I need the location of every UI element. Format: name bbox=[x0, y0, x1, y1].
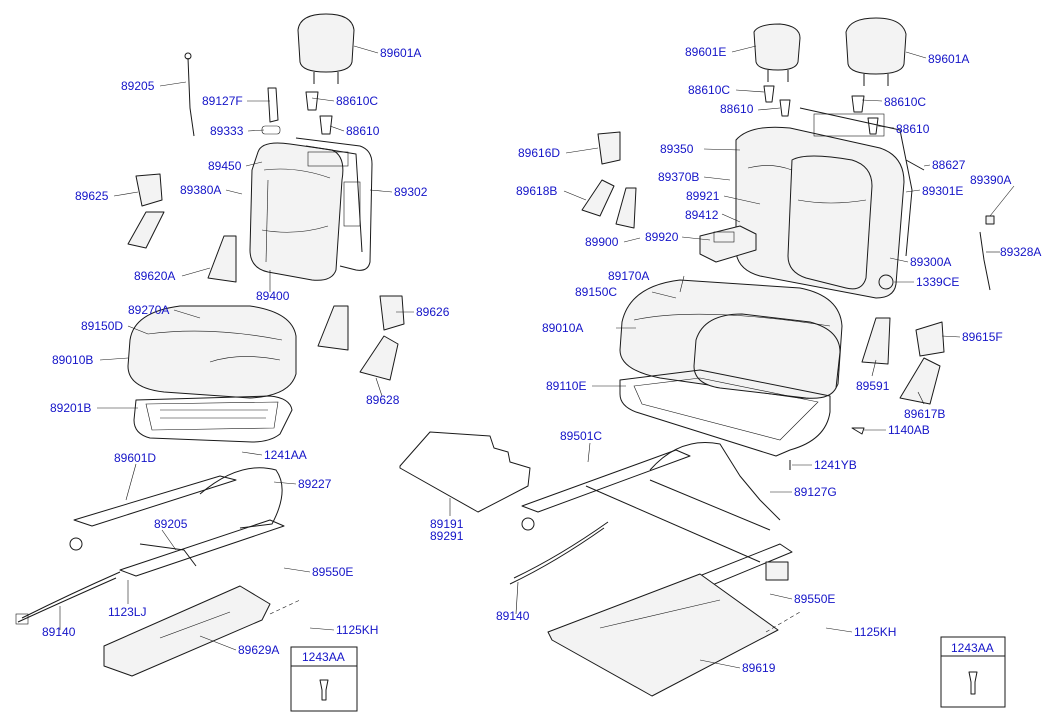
part-labels: 89601A 89205 89127F 88610C 89333 88610 8… bbox=[42, 45, 1041, 675]
right-seatback bbox=[735, 107, 913, 299]
label-right-side-cover: 89615F bbox=[962, 330, 1003, 344]
label-left-cable-lower: 89205 bbox=[154, 517, 188, 531]
label-right-bolt-lower: 1125KH bbox=[854, 625, 896, 639]
label-right-track: 89501C bbox=[560, 429, 602, 443]
label-right-mat-alt: 89291 bbox=[430, 529, 464, 543]
label-left-cable-top: 89205 bbox=[121, 79, 155, 93]
label-left-bolt-small: 1123LJ bbox=[108, 605, 146, 619]
label-right-cable: 89328A bbox=[1000, 245, 1041, 259]
label-right-guide-right: 88610 bbox=[896, 122, 930, 136]
label-left-back-cover: 89450 bbox=[208, 159, 242, 173]
label-right-cap: 89390A bbox=[970, 173, 1011, 187]
left-seat-frame bbox=[133, 395, 293, 443]
label-left-bolt: 89550E bbox=[312, 565, 353, 579]
right-legend-box bbox=[940, 636, 1006, 708]
label-left-cable: 89227 bbox=[298, 477, 332, 491]
label-left-bolt-lower: 1125KH bbox=[336, 623, 378, 637]
left-legend-box bbox=[290, 646, 358, 712]
label-left-track: 89601D bbox=[114, 451, 156, 465]
label-right-cushion-clip: 89170A bbox=[608, 269, 649, 283]
label-right-mat: 89191 bbox=[430, 517, 464, 531]
label-left-cover-bottom: 89629A bbox=[238, 643, 279, 657]
right-seat-frame bbox=[619, 369, 831, 457]
label-right-armrest-assy: 89900 bbox=[585, 235, 619, 249]
label-right-armrest-part: 89921 bbox=[686, 189, 720, 203]
left-side-covers bbox=[127, 52, 405, 381]
label-right-side-cover-lower: 89617B bbox=[904, 407, 945, 421]
label-right-screw: 1241YB bbox=[814, 458, 857, 472]
label-left-cover-small: 89333 bbox=[210, 124, 244, 138]
label-right-cover-lower: 89618B bbox=[516, 184, 557, 198]
label-left-seatback: 89400 bbox=[256, 289, 290, 303]
label-right-back-clip: 89370B bbox=[658, 170, 699, 184]
leader-lines bbox=[59, 45, 1015, 669]
label-right-track-cable: 89127G bbox=[794, 485, 837, 499]
label-right-bolt-track: 89550E bbox=[794, 592, 835, 606]
label-right-cushion: 89010A bbox=[542, 321, 583, 335]
label-right-back-cover: 89350 bbox=[660, 142, 694, 156]
label-left-back-frame: 89302 bbox=[394, 185, 428, 199]
label-right-hook: 88627 bbox=[932, 158, 966, 172]
right-headrests bbox=[753, 17, 907, 86]
label-left-screw: 1241AA bbox=[264, 448, 307, 462]
left-seat-tracks bbox=[15, 467, 301, 677]
left-seatback-frame bbox=[295, 137, 373, 271]
right-seat-tracks bbox=[509, 441, 801, 697]
right-seat-cushion bbox=[619, 279, 843, 399]
label-right-armrest-screw: 89412 bbox=[685, 208, 719, 222]
label-left-bar: 89140 bbox=[42, 625, 76, 639]
right-small-parts bbox=[581, 85, 995, 470]
label-right-armrest: 89920 bbox=[645, 230, 679, 244]
label-right-guide-c-right: 88610C bbox=[884, 95, 926, 109]
label-left-cushion: 89010B bbox=[52, 353, 93, 367]
label-right-headrest: 89601A bbox=[928, 52, 969, 66]
label-right-cushion-cover: 89150C bbox=[575, 285, 617, 299]
label-left-cushion-cover: 89150D bbox=[81, 319, 123, 333]
label-left-guide-c: 88610C bbox=[336, 94, 378, 108]
label-left-cover-lower: 89620A bbox=[134, 269, 175, 283]
label-right-guide-c-left: 88610C bbox=[688, 83, 730, 97]
label-left-guide: 88610 bbox=[346, 124, 380, 138]
label-left-back-clip: 89380A bbox=[180, 183, 221, 197]
legend-box-label-left: 1243AA bbox=[302, 650, 345, 664]
label-left-cushion-clip: 89270A bbox=[128, 303, 169, 317]
label-left-cushion-frame: 89201B bbox=[50, 401, 91, 415]
left-headrest bbox=[297, 13, 355, 84]
right-armrest bbox=[699, 225, 757, 263]
label-right-cover-bottom: 89619 bbox=[742, 661, 776, 675]
label-left-side-cover: 89626 bbox=[416, 305, 450, 319]
label-right-headrest-small: 89601E bbox=[685, 45, 726, 59]
label-right-bolt: 1140AB bbox=[888, 423, 930, 437]
label-right-back-frame: 89301E bbox=[922, 184, 963, 198]
label-right-guide-left: 88610 bbox=[720, 102, 754, 116]
label-right-bar: 89140 bbox=[496, 609, 530, 623]
label-left-headrest: 89601A bbox=[380, 46, 421, 60]
label-left-cover-upper: 89625 bbox=[75, 189, 109, 203]
legend-box-label-right: 1243AA bbox=[951, 641, 994, 655]
label-right-seatback: 89300A bbox=[910, 255, 951, 269]
label-right-cover-upper: 89616D bbox=[518, 146, 560, 160]
right-carpet-mat bbox=[399, 431, 531, 513]
label-left-side-cover-lower: 89628 bbox=[366, 393, 400, 407]
left-seat-cushion bbox=[127, 305, 297, 399]
label-right-cushion-frame: 89110E bbox=[546, 379, 586, 393]
label-right-bracket: 89591 bbox=[856, 379, 890, 393]
label-left-knob: 89127F bbox=[202, 94, 243, 108]
label-right-grommet: 1339CE bbox=[916, 275, 959, 289]
left-seatback-cushion bbox=[249, 142, 344, 281]
